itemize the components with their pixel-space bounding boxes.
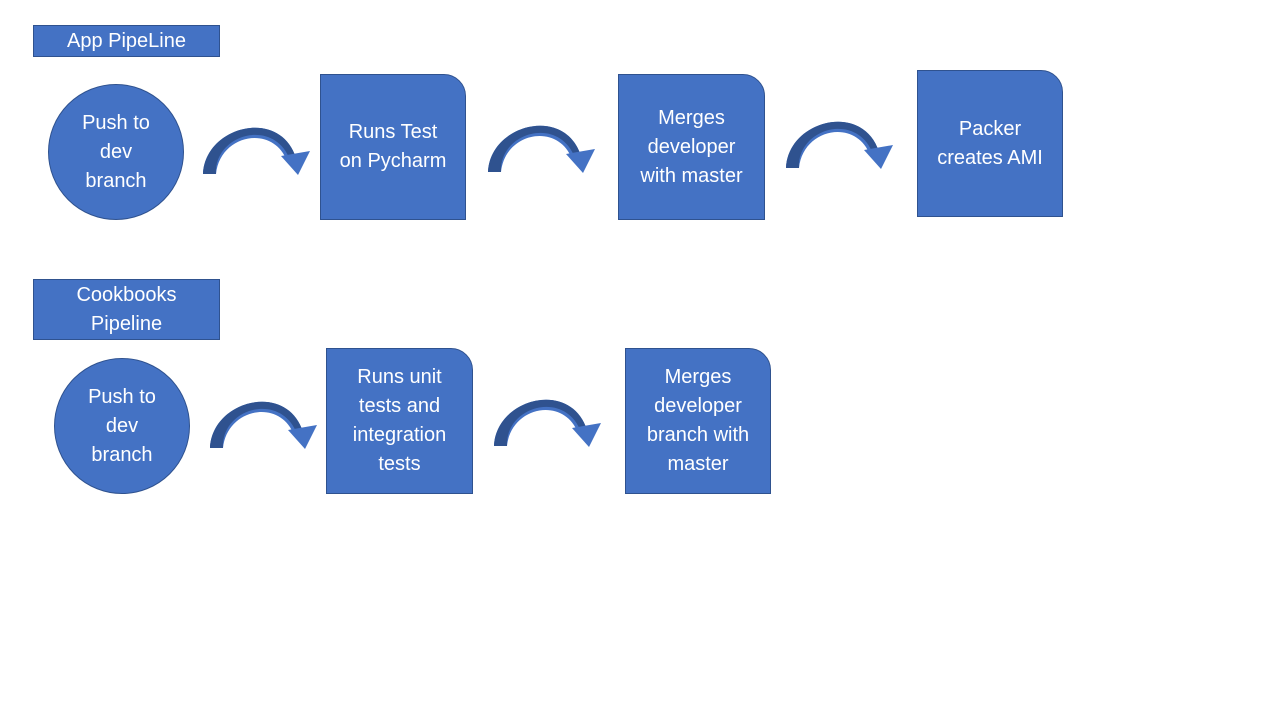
curved-arrow-icon [494,399,601,447]
app-step-packer-text: Packer creates AMI [937,117,1043,169]
cookbooks-step-tests-text: Runs unit tests and integration tests [352,366,447,475]
app-step-push-circle: Push to dev branch [48,84,184,220]
curved-arrow-icon [210,401,317,449]
curved-arrow-icon [488,125,595,173]
app-step-tests-text: Runs Test on Pycharm [339,121,447,172]
cookbooks-step-push-circle: Push to dev branch [54,358,190,494]
curved-arrow-icon [786,121,893,169]
app-step-packer-box: Packer creates AMI [917,70,1063,217]
app-step-tests-box: Runs Test on Pycharm [320,74,466,220]
cookbooks-pipeline-title-text: Cookbooks Pipeline [76,283,177,335]
cookbooks-step-merge-box: Merges developer branch with master [625,348,771,494]
app-pipeline-title-text: App PipeLine [67,29,186,52]
app-step-merge-box: Merges developer with master [618,74,765,220]
cookbooks-step-push-text: Push to dev branch [88,385,156,466]
cookbooks-pipeline-title: Cookbooks Pipeline [33,279,220,340]
cookbooks-step-tests-box: Runs unit tests and integration tests [326,348,473,494]
app-step-merge-text: Merges developer with master [640,106,743,187]
cookbooks-step-merge-text: Merges developer branch with master [646,366,750,475]
app-step-push-text: Push to dev branch [82,111,150,192]
curved-arrow-icon [203,127,310,175]
app-pipeline-title: App PipeLine [33,25,220,57]
